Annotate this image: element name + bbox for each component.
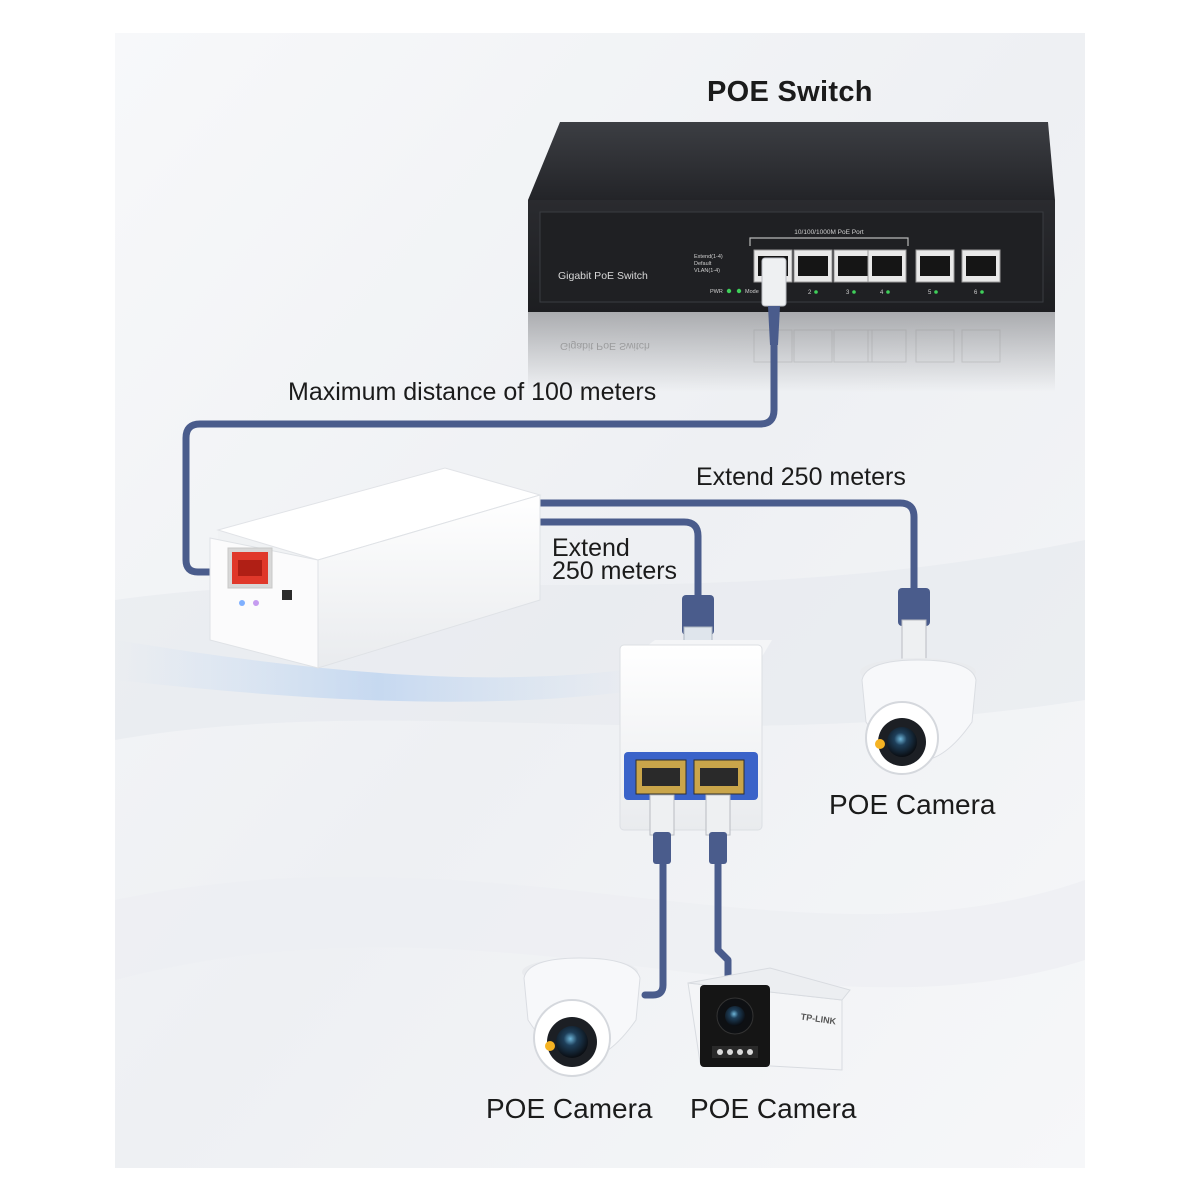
rj45-plug <box>762 258 786 306</box>
port-led <box>934 290 938 294</box>
splitter-port-socket <box>700 768 738 786</box>
switch-port-4 <box>868 250 906 282</box>
cable-label-250m-splitter-line2: 250 meters <box>552 557 677 586</box>
ir-led <box>747 1049 753 1055</box>
side-label-extend: Extend(1-4) <box>694 254 723 260</box>
port-led <box>980 290 984 294</box>
side-label-default: Default <box>694 261 712 267</box>
extender-port-socket <box>238 560 262 576</box>
port-led <box>886 290 890 294</box>
port-group-label: 10/100/1000M PoE Port <box>794 229 864 236</box>
extender-button <box>282 590 292 600</box>
bullet-camera: TP-LINK <box>688 968 850 1070</box>
ir-led <box>717 1049 723 1055</box>
port-socket <box>966 256 996 276</box>
camera-label-right: POE Camera <box>829 789 996 821</box>
cable-boot <box>768 306 780 345</box>
port-socket <box>798 256 828 276</box>
cable-label-250m-right: Extend 250 meters <box>696 463 906 492</box>
switch-port-5 <box>916 250 954 282</box>
switch-brand-text: Gigabit PoE Switch <box>558 270 648 282</box>
camera-lens-icon <box>887 727 917 757</box>
rj45-plug <box>650 795 674 835</box>
rj45-plug <box>902 620 926 662</box>
side-label-vlan: VLAN(1-4) <box>694 268 720 274</box>
led-label-mode: Mode <box>745 289 759 295</box>
switch-port-6 <box>962 250 1000 282</box>
bullet-lens-icon <box>725 1006 745 1026</box>
diagram-title: POE Switch <box>707 76 873 109</box>
splitter-port-socket <box>642 768 680 786</box>
camera-light <box>545 1041 555 1051</box>
pwr-led <box>727 289 731 293</box>
ir-led <box>737 1049 743 1055</box>
port-socket <box>872 256 902 276</box>
extender-led-purple <box>253 600 259 606</box>
port-led <box>814 290 818 294</box>
led-label-pwr: PWR <box>710 289 723 295</box>
switch-brand-reflection: Gigabit PoE Switch <box>560 340 650 352</box>
camera-light <box>875 739 885 749</box>
extender-led-blue <box>239 600 245 606</box>
cable-boot <box>653 832 671 864</box>
splitter-body <box>620 645 762 830</box>
switch-top <box>528 122 1055 200</box>
cable-boot <box>709 832 727 864</box>
switch-port-2 <box>794 250 832 282</box>
port-socket <box>920 256 950 276</box>
cable-label-100m: Maximum distance of 100 meters <box>288 378 656 407</box>
ir-led <box>727 1049 733 1055</box>
poe-switch: Gigabit PoE Switch Gigabit PoE Switch 10… <box>528 122 1055 392</box>
switch-port-3 <box>834 250 872 282</box>
camera-label-bottom-left: POE Camera <box>486 1093 653 1125</box>
mode-led <box>737 289 741 293</box>
port-led <box>852 290 856 294</box>
rj45-plug <box>706 795 730 835</box>
camera-label-bottom-right: POE Camera <box>690 1093 857 1125</box>
port-socket <box>838 256 868 276</box>
camera-lens-icon <box>556 1026 588 1058</box>
